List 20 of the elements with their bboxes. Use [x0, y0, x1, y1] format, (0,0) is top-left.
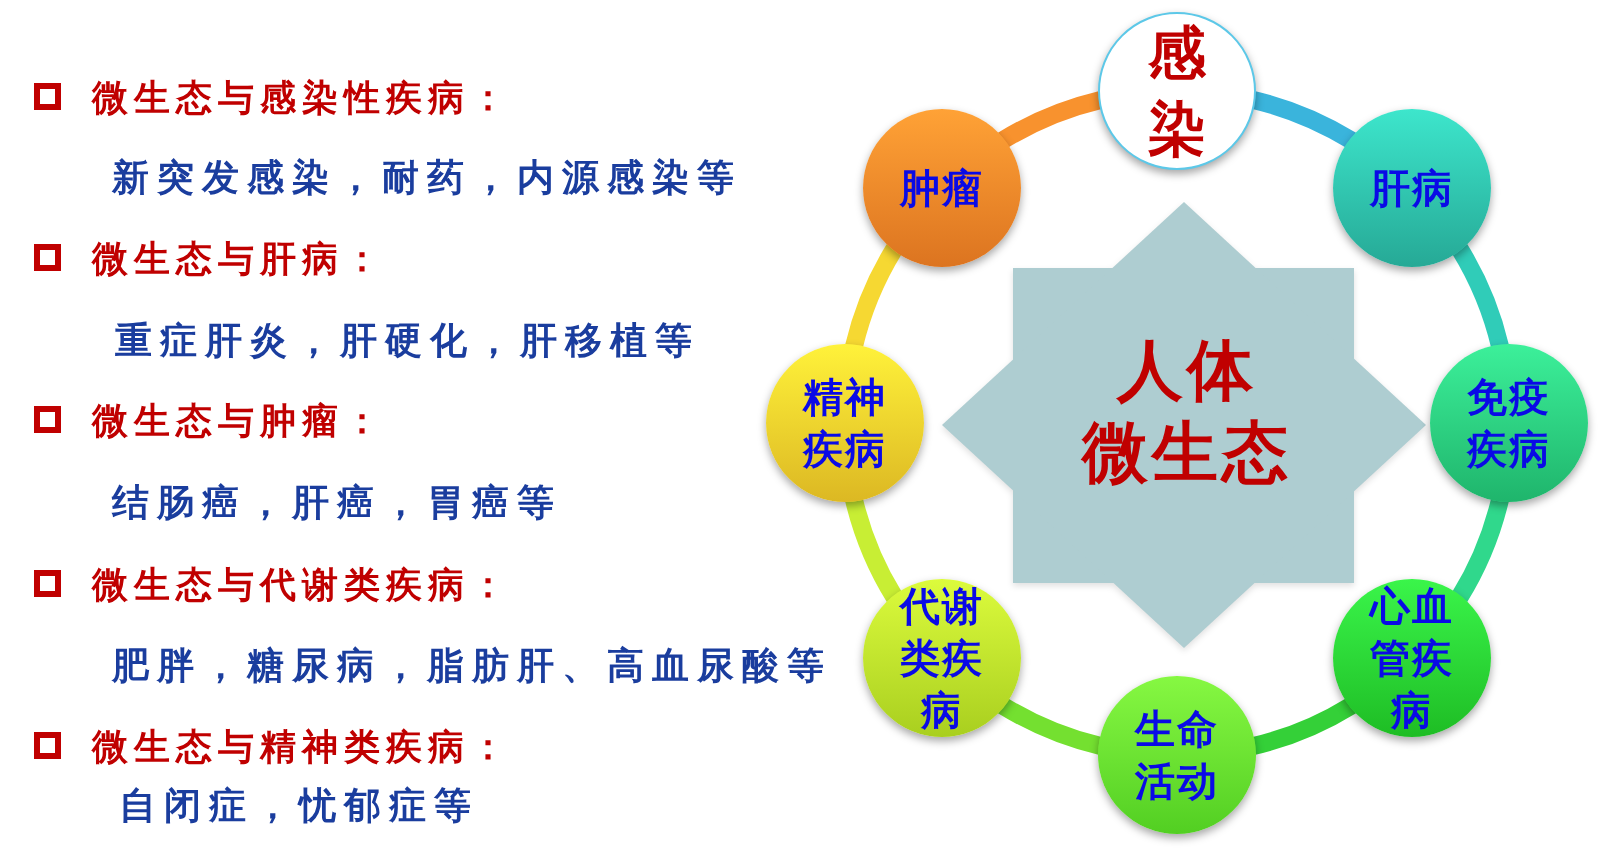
node-label: 精神疾病 — [801, 372, 888, 474]
node-label: 心血管疾病 — [1367, 580, 1455, 735]
section-detail: 肥胖，糖尿病，脂肪肝、高血尿酸等 — [112, 643, 832, 687]
node-label: 人体微生态 — [1080, 330, 1293, 493]
node-label: 肿瘤 — [898, 163, 986, 214]
node-label: 免疫疾病 — [1465, 372, 1552, 474]
section-heading: 微生态与精神类疾病： — [92, 724, 512, 768]
section-detail: 重症肝炎，肝硬化，肝移植等 — [115, 318, 700, 362]
node-label: 代谢类疾病 — [898, 580, 986, 735]
section-detail: 新突发感染，耐药，内源感染等 — [112, 155, 742, 199]
ring-segment — [998, 697, 1103, 755]
node-label: 肝病 — [1368, 163, 1455, 214]
section-heading: 微生态与代谢类疾病： — [92, 562, 512, 606]
section-detail: 自闭症，忧郁症等 — [119, 783, 479, 827]
node-label: 生命活动 — [1133, 704, 1220, 806]
section-heading: 微生态与肝病： — [92, 236, 386, 280]
node-label: 感染 — [1147, 18, 1207, 165]
section-heading: 微生态与肿瘤： — [92, 398, 386, 442]
section-detail: 结肠癌，肝癌，胃癌等 — [112, 480, 562, 524]
section-heading: 微生态与感染性疾病： — [92, 75, 512, 119]
